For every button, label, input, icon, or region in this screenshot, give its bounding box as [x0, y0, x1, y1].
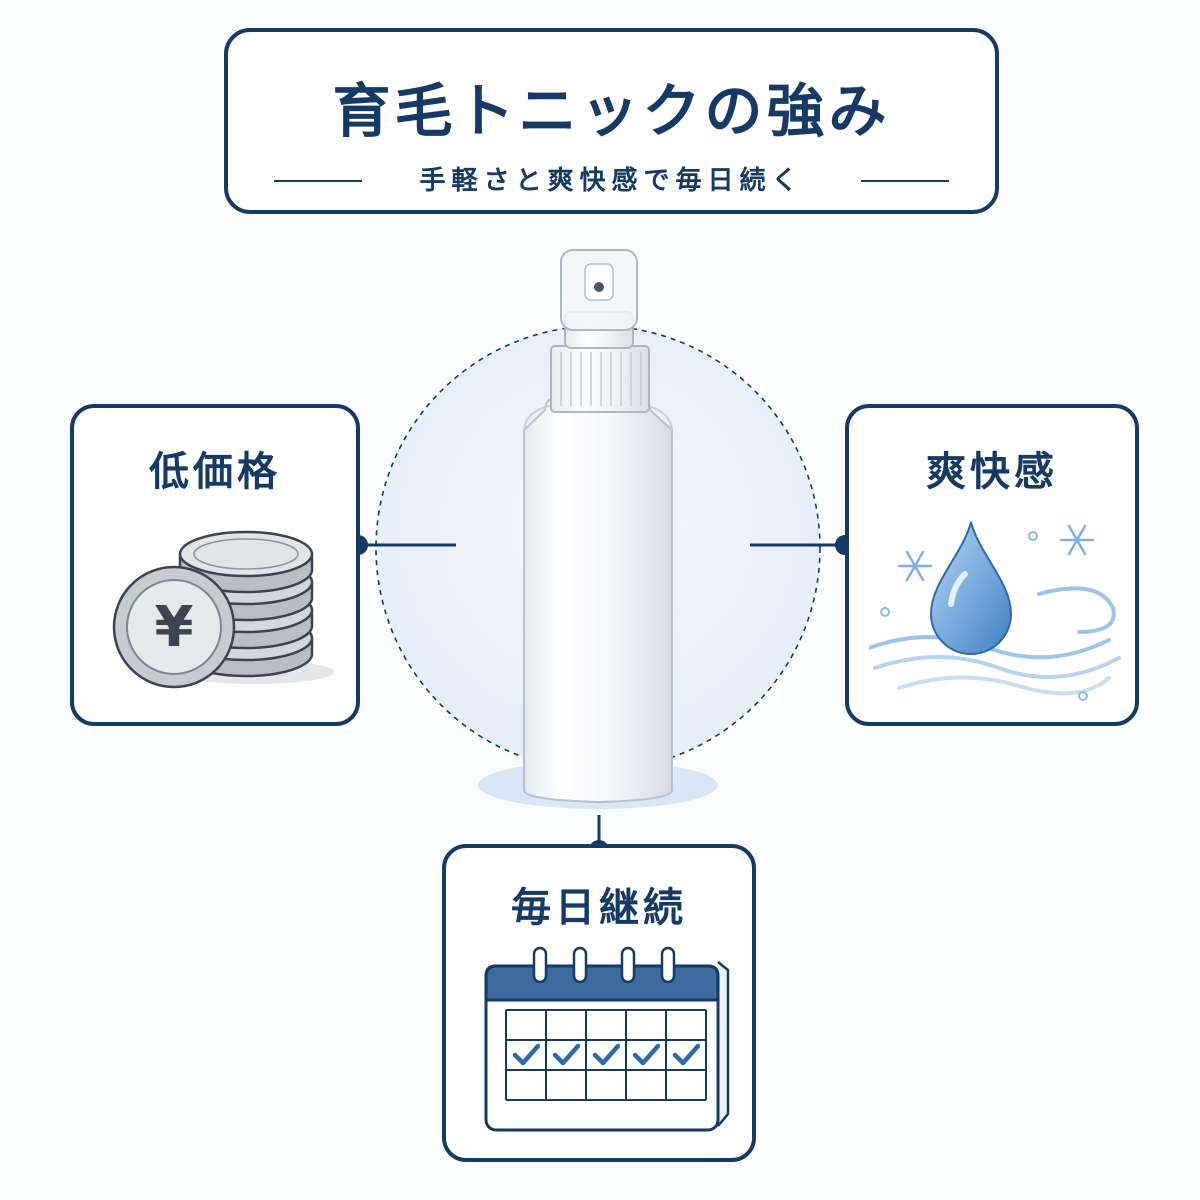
- calendar-icon: [484, 946, 730, 1132]
- coin-yen-symbol: ¥: [155, 595, 194, 660]
- spray-bottle: [478, 249, 718, 809]
- feature-card-daily: 毎日継続: [442, 844, 756, 1162]
- title-box: 育毛トニックの強み 手軽さと爽快感で毎日続く: [224, 28, 999, 214]
- feature-label-refreshing: 爽快感: [926, 449, 1058, 495]
- calendar-check-icon: [512, 1043, 541, 1066]
- subtitle-rule-left: [274, 180, 362, 182]
- subtitle-rule-right: [860, 180, 949, 182]
- feature-label-daily: 毎日継続: [511, 885, 687, 931]
- water-drop-icon: [869, 521, 1121, 701]
- snowflake-icon: [897, 524, 1095, 582]
- feature-label-low-price: 低価格: [149, 449, 281, 495]
- calendar-check-icon: [592, 1043, 621, 1066]
- calendar-check-icon: [552, 1043, 581, 1066]
- feature-card-low-price: 低価格 ¥: [70, 404, 360, 726]
- yen-coins-icon: ¥: [112, 530, 334, 689]
- subtitle-row: 手軽さと爽快感で毎日続く: [274, 166, 949, 196]
- feature-card-refreshing: 爽快感: [845, 404, 1139, 726]
- page-subtitle: 手軽さと爽快感で毎日続く: [419, 166, 804, 196]
- calendar-check-icon: [632, 1043, 661, 1066]
- calendar-check-icon: [672, 1043, 701, 1066]
- page-title: 育毛トニックの強み: [332, 77, 891, 145]
